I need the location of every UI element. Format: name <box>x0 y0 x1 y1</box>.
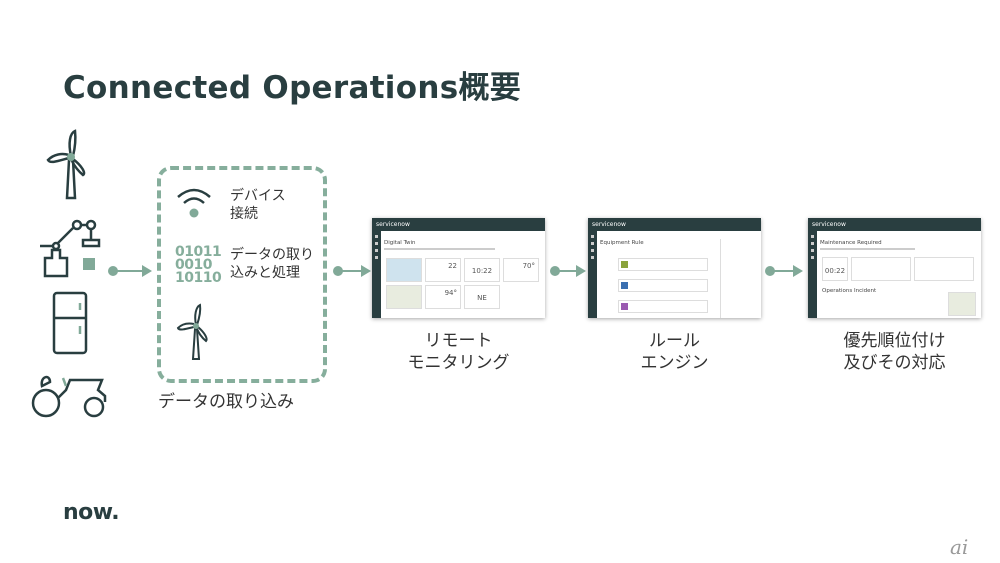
flow-arrow <box>765 265 803 277</box>
wind-turbine-icon <box>176 303 208 360</box>
step-caption: 優先順位付け <box>843 331 946 351</box>
ingest-label: データの取り <box>230 247 314 263</box>
step-caption: エンジン <box>640 353 709 373</box>
ingest-box <box>157 166 327 383</box>
robot-arm-icon <box>40 219 101 278</box>
rule-engine-screenshot: servicenow Equipment Rule <box>588 218 761 318</box>
source-icons <box>31 129 107 418</box>
ingest-caption: データの取り込み <box>158 392 294 412</box>
tractor-icon <box>31 375 107 418</box>
step-caption: モニタリング <box>407 353 510 373</box>
flow-arrow <box>333 265 371 277</box>
wifi-icon <box>177 188 211 218</box>
wind-turbine-icon <box>46 129 86 200</box>
slide-title: Connected Operations概要 <box>63 70 522 106</box>
flow-arrow <box>108 265 152 277</box>
ingest-label: 接続 <box>230 206 258 222</box>
refrigerator-icon <box>52 291 88 355</box>
servicenow-logo: now. <box>63 500 120 525</box>
step-caption: 及びその対応 <box>843 353 946 373</box>
flow-arrow <box>550 265 586 277</box>
ingest-label: デバイス <box>230 188 286 204</box>
remote-monitoring-screenshot: servicenow Digital Twin 22 10:22 70° 94°… <box>372 218 545 318</box>
step-caption: ルール <box>649 331 700 351</box>
step-caption: リモート <box>424 331 493 351</box>
watermark: ai <box>950 535 969 559</box>
prioritization-screenshot: servicenow Maintenance Required 00:22 Op… <box>808 218 981 318</box>
ingest-label: 込みと処理 <box>230 265 300 281</box>
